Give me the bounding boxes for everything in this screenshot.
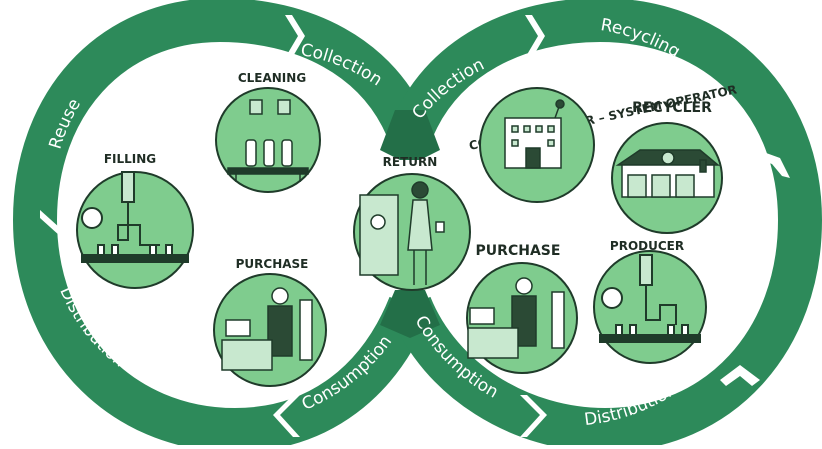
node-label-return: RETURN	[383, 155, 438, 169]
center-crossing	[380, 110, 440, 160]
cashier-icon	[221, 287, 313, 371]
woman-returning-bottle-icon	[359, 181, 445, 285]
node-cleaning: CLEANING	[215, 71, 321, 193]
node-label-cleaning: CLEANING	[238, 71, 306, 85]
node-producer: PRODUCER	[593, 239, 707, 364]
node-label-recycler: RECYCLER	[632, 100, 712, 116]
node-filling: FILLING	[76, 152, 194, 289]
node-recycler: RECYCLER	[611, 100, 723, 234]
cashier-icon	[467, 277, 565, 359]
production-machine-icon	[599, 254, 701, 343]
office-building-icon	[504, 99, 565, 169]
chevron-dividers	[40, 15, 790, 437]
left-loop-band	[12, 0, 431, 449]
recycling-plant-icon	[615, 149, 721, 198]
right-loop-band	[389, 0, 822, 449]
filling-machine-icon	[81, 171, 189, 263]
bottle-cleaning-icon	[227, 99, 309, 182]
node-label-purchase-right: PURCHASE	[476, 243, 561, 259]
node-purchase-left: PURCHASE	[213, 257, 327, 387]
node-label-purchase-left: PURCHASE	[236, 257, 309, 271]
node-label-producer: PRODUCER	[610, 239, 684, 253]
node-purchase-right: PURCHASE	[466, 243, 578, 374]
node-return: RETURN	[353, 155, 471, 291]
node-label-filling: FILLING	[104, 152, 156, 166]
center-crossing-bottom	[380, 290, 440, 338]
